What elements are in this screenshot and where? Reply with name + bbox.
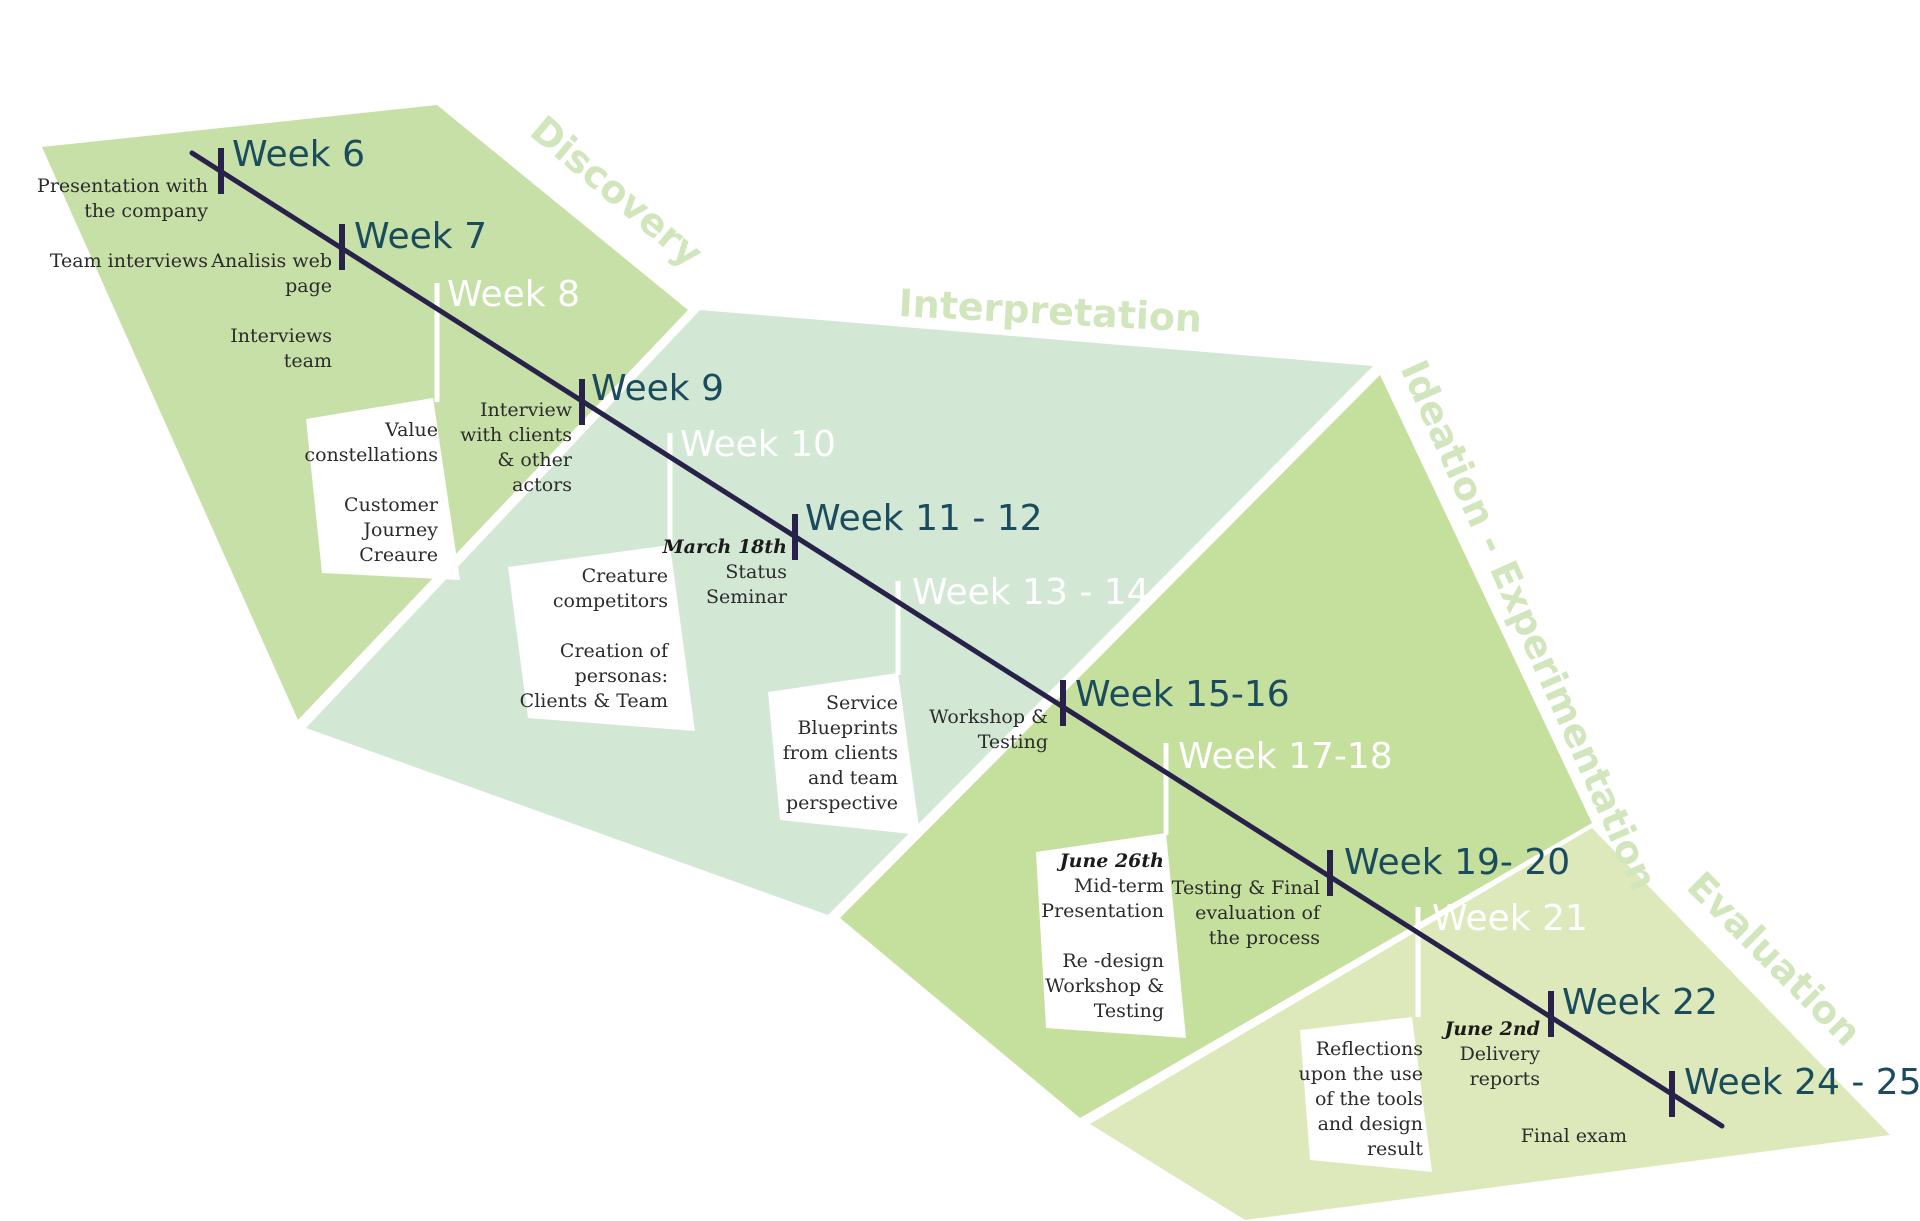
note-line — [202, 225, 208, 247]
notes-week-6: Presentation with the company Team interv… — [37, 175, 208, 272]
note-line — [1158, 925, 1164, 947]
week-15-16-label: Week 15-16 — [1075, 674, 1290, 715]
note-line: perspective — [786, 792, 898, 814]
note-line: Re -design — [1062, 950, 1164, 972]
note-line: Value — [384, 419, 438, 441]
note-line: Customer — [344, 494, 439, 516]
week-9-label: Week 9 — [591, 368, 724, 409]
note-line: the process — [1209, 927, 1320, 949]
ideation-region — [840, 375, 1592, 1118]
note-line: Workshop & — [929, 706, 1048, 728]
note-line: Mid-term — [1074, 875, 1164, 897]
note-line: Delivery — [1460, 1043, 1541, 1065]
date-june-2nd: June 2nd — [1441, 1018, 1540, 1040]
note-line: Presentation with — [37, 175, 208, 197]
date-march-18th: March 18th — [662, 536, 787, 558]
note-line: Testing — [1094, 1000, 1164, 1022]
timeline-ticks — [218, 148, 1675, 1117]
week-13-14-label: Week 13 - 14 — [912, 572, 1150, 613]
note-line: Workshop & — [1045, 975, 1164, 997]
note-line: Status — [725, 561, 787, 583]
note-line: Testing & Final — [1172, 877, 1320, 899]
note-line: reports — [1470, 1068, 1540, 1090]
week-24-25-label: Week 24 - 25 — [1684, 1062, 1920, 1103]
note-line: result — [1367, 1138, 1423, 1160]
note-line: the company — [84, 200, 208, 222]
note-line: upon the use — [1298, 1063, 1423, 1085]
note-line: Clients & Team — [520, 690, 668, 712]
note-line — [326, 300, 332, 322]
note-card-week-13 — [768, 673, 920, 835]
notes-week-22: Delivery reports — [1460, 1043, 1541, 1090]
note-line: Creature — [582, 565, 668, 587]
note-line: Creation of — [560, 640, 670, 662]
note-line — [662, 615, 668, 637]
note-line: Testing — [978, 731, 1048, 753]
note-line — [432, 469, 438, 491]
note-card-week-8 — [306, 398, 460, 580]
notes-week-9: Interview with clients & other actors — [460, 399, 573, 496]
note-line: Creaure — [359, 544, 438, 566]
note-line: team — [284, 350, 332, 372]
notes-week-21: Reflections upon the use of the tools and d… — [1298, 1038, 1423, 1160]
note-line: Interviews — [230, 325, 332, 347]
note-line: Service — [826, 692, 898, 714]
note-line: constellations — [304, 444, 438, 466]
date-june-26th: June 26th — [1057, 850, 1164, 872]
week-19-20-label: Week 19- 20 — [1344, 842, 1570, 883]
note-line: & other — [497, 449, 573, 471]
note-card-week-10 — [508, 545, 695, 731]
notes-week-15-16: Workshop & Testing — [929, 706, 1048, 753]
note-line: Reflections — [1316, 1038, 1423, 1060]
notes-week-24-25: Final exam — [1521, 1125, 1627, 1147]
week-10-label: Week 10 — [680, 424, 836, 465]
interpretation-region — [306, 310, 1373, 915]
week-6-label: Week 6 — [232, 134, 365, 175]
note-line: page — [285, 275, 332, 297]
note-card-week-17 — [1036, 833, 1186, 1038]
note-line: from clients — [783, 742, 898, 764]
notes-week-7: Analisis web page Interviews team — [210, 250, 332, 372]
week-8-label: Week 8 — [447, 274, 580, 315]
note-card-week-21 — [1300, 1017, 1432, 1172]
week-22-label: Week 22 — [1562, 982, 1718, 1023]
note-line: Interview — [480, 399, 573, 421]
note-line: with clients — [460, 424, 572, 446]
note-line: Team interviews — [50, 250, 208, 272]
timeline-axis — [189, 150, 1725, 1129]
evaluation-region — [1090, 828, 1890, 1220]
note-line: personas: — [575, 665, 668, 687]
note-line: actors — [512, 474, 572, 496]
note-line: Seminar — [706, 586, 788, 608]
week-7-label: Week 7 — [354, 216, 487, 257]
note-line: and team — [808, 767, 898, 789]
notes-week-19-20: Testing & Final evaluation of the process — [1172, 877, 1322, 949]
week-21-label: Week 21 — [1432, 898, 1588, 939]
note-line: of the tools — [1315, 1088, 1423, 1110]
note-line: Blueprints — [798, 717, 898, 739]
note-line: Analisis web — [210, 250, 332, 272]
notes-week-10: Creature competitors Creation of personas:… — [520, 565, 670, 712]
week-11-12-label: Week 11 - 12 — [805, 498, 1043, 539]
note-line: Presentation — [1041, 900, 1164, 922]
note-line: competitors — [553, 590, 668, 612]
note-line: Journey — [361, 519, 438, 541]
note-line: Final exam — [1521, 1125, 1627, 1147]
note-line: evaluation of — [1195, 902, 1322, 924]
week-17-18-label: Week 17-18 — [1178, 736, 1393, 777]
note-line: and design — [1318, 1113, 1423, 1135]
